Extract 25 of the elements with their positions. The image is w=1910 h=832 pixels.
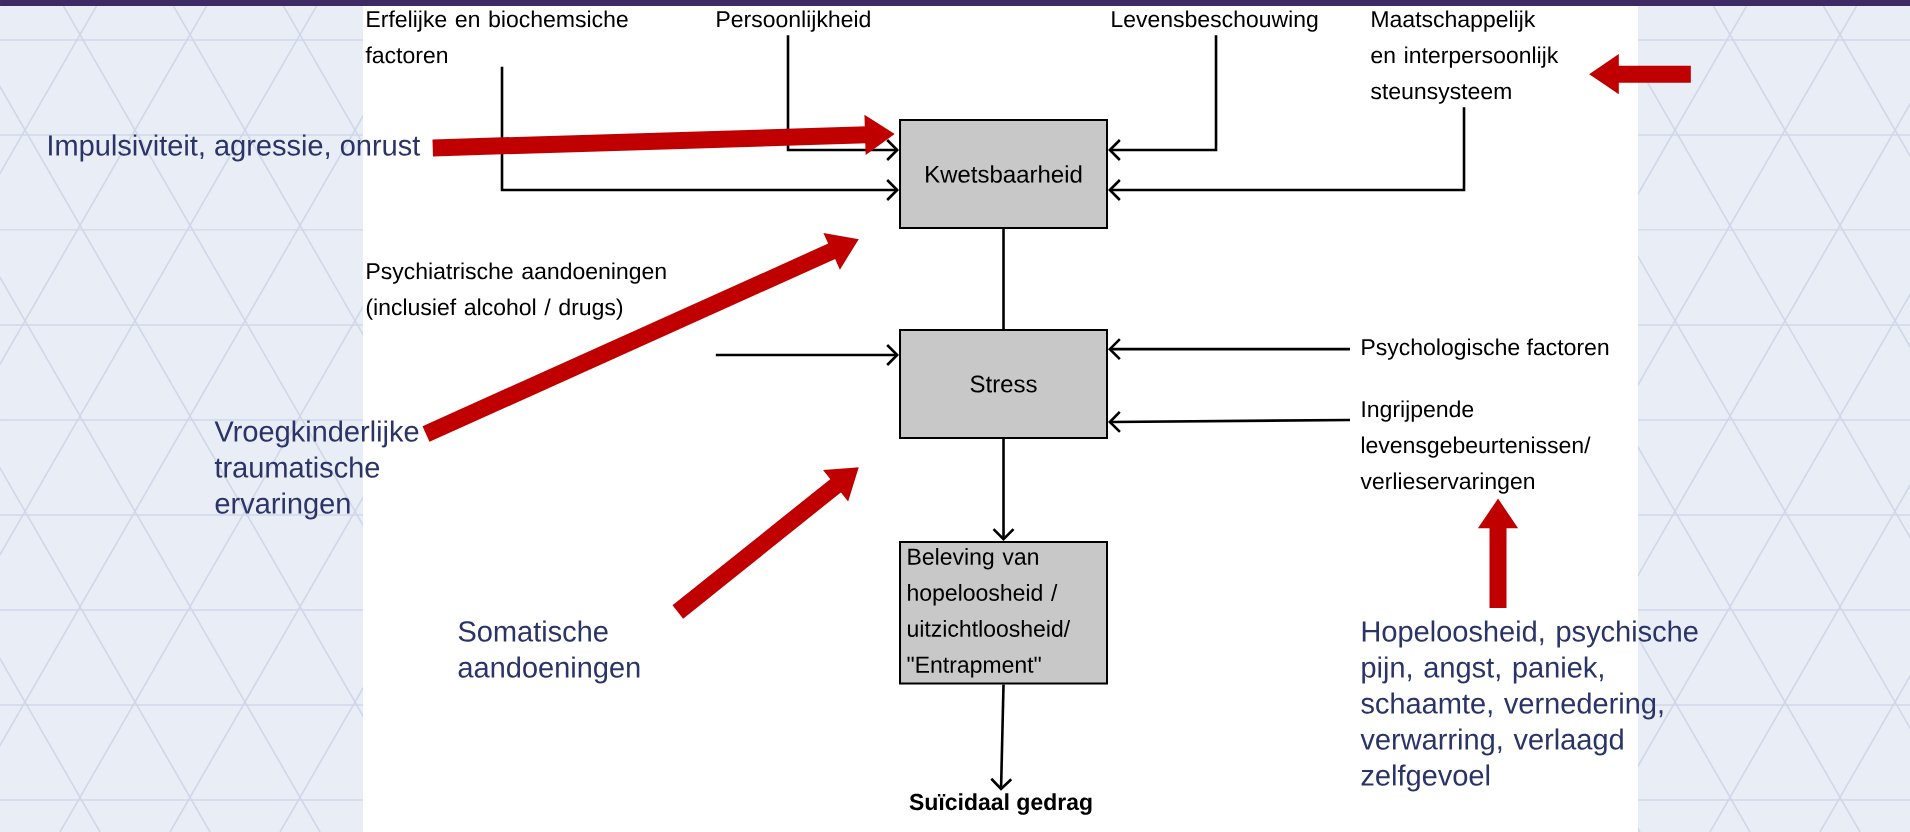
arrow [715,344,899,366]
factor-label: Persoonlijkheid [717,10,870,32]
factor-label: Psychiatrische aandoeningen (inclusief alcohol / drugs) [366,262,666,320]
process-box: Stress [899,329,1108,439]
process-box: Kwetsbaarheid [899,119,1108,229]
arrow [500,66,899,201]
factor-label: Erfelijke en biochemsiche factoren [365,10,628,64]
arrow [1108,338,1350,361]
annotation-text: Hopeloosheid, psychische pijn, angst, paniek, schaamte, vernedering, verwarring, verlaagd zelfgevoel [1360,620,1698,792]
factor-label: Maatschappelijk en interpersoonlijk steunsysteem [1371,10,1559,104]
annotation-text: Somatische aandoeningen [458,620,640,684]
arrow [1108,35,1218,161]
arrow [1108,107,1466,201]
factor-label: Levensbeschouwing [1112,10,1318,32]
factor-label: Ingrijpende levensgebeurtenissen/ verlieservaringen [1360,400,1591,494]
annotation-text: Impulsiviteit, agressie, onrust [49,134,421,162]
arrow [1108,411,1351,433]
arrow [786,35,899,161]
process-box: Beleving van hopeloosheid / uitzichtloosheid/ "Entrapment" [899,541,1108,685]
factor-label: Psychologische factoren [1362,338,1609,360]
annotation-text: Vroegkinderlijke traumatische ervaringen [214,420,419,520]
connector-line [1002,229,1005,329]
arrow [990,684,1013,791]
outcome-label: Suïcidaal gedrag [909,793,1092,815]
arrow [992,439,1015,541]
